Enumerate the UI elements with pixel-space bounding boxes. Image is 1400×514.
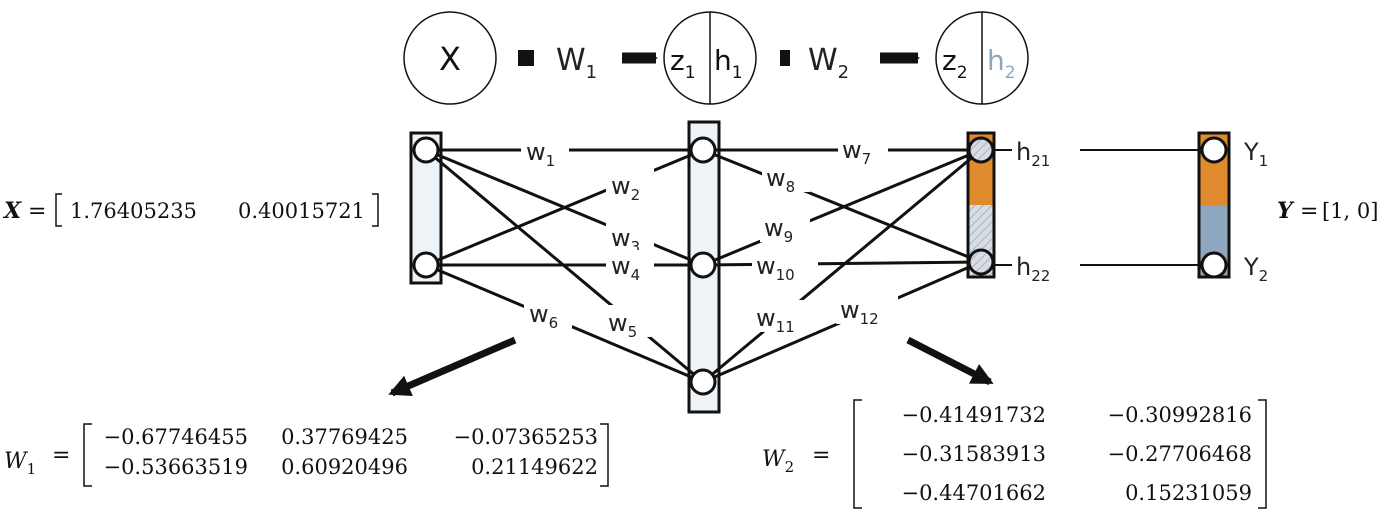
y-vector: Y = [1, 0] <box>1277 198 1378 224</box>
weight-label-w10: w10 <box>756 252 795 284</box>
nodes <box>412 136 1228 396</box>
w2-lhs: W2 <box>762 447 794 476</box>
weight-label-w3: w3 <box>611 224 640 256</box>
weight-label-w7: w7 <box>842 136 871 168</box>
w1-flow-label: W1 <box>556 43 597 83</box>
z1-label: z1 <box>670 44 696 83</box>
weight-label-w2: w2 <box>611 172 640 204</box>
w2-matrix: W2 = −0.41491732 −0.30992816 −0.31583913… <box>762 399 1267 509</box>
node-x2 <box>412 251 440 279</box>
w1-lhs: W1 <box>4 449 36 478</box>
edges-w2 <box>702 148 982 384</box>
w1-matrix: W1 = −0.67746455 0.37769425 −0.07365253 … <box>4 423 609 487</box>
weight-label-w9: w9 <box>764 214 793 246</box>
w2-cell: 0.15231059 <box>1125 481 1252 505</box>
h1-label: h1 <box>714 44 743 83</box>
label-bg <box>752 250 818 280</box>
h22-label: h22 <box>1016 253 1050 285</box>
dot-square-icon <box>518 50 534 66</box>
label-bg <box>1012 134 1080 166</box>
label-bg <box>752 300 816 332</box>
target-edges <box>994 145 1208 270</box>
w1-cell: 0.37769425 <box>281 425 408 449</box>
node-h2 <box>689 251 717 279</box>
y2-label: Y2 <box>1243 253 1268 285</box>
input-circle <box>403 11 497 105</box>
y1-label: Y1 <box>1243 138 1268 170</box>
h2-label: h2 <box>987 44 1016 83</box>
x-vector: X = 1.76405235 0.40015721 <box>2 193 379 227</box>
weight-label-w12: w12 <box>840 296 879 328</box>
weight-label-w5: w5 <box>608 309 637 341</box>
weight-label-w11: w11 <box>756 304 795 336</box>
w2-cell: −0.44701662 <box>901 481 1046 505</box>
dot-square-icon <box>780 50 790 66</box>
w2-cell: −0.31583913 <box>901 442 1046 466</box>
equals-sign: = <box>812 443 830 468</box>
arrow-to-w1-icon <box>388 336 517 397</box>
w1-cell: −0.53663519 <box>103 455 248 479</box>
label-bg <box>838 132 888 164</box>
edges-w1 <box>425 148 704 384</box>
w1-cell: 0.21149622 <box>471 455 598 479</box>
arrow-to-w2-icon <box>906 336 994 386</box>
w2-cell: −0.41491732 <box>901 403 1046 427</box>
right-bracket <box>1258 399 1267 509</box>
weight-label-w6: w6 <box>529 300 558 332</box>
label-bg <box>1012 249 1080 281</box>
y-vector-value: [1, 0] <box>1322 199 1378 223</box>
node-o1 <box>967 136 995 164</box>
node-h1 <box>689 136 717 164</box>
label-bg <box>762 160 810 192</box>
equals-sign: = <box>28 199 46 224</box>
label-bg <box>524 296 572 328</box>
w1-cell: −0.07365253 <box>453 425 598 449</box>
w1-cell: −0.67746455 <box>103 425 248 449</box>
w1-cell: 0.60920496 <box>281 455 408 479</box>
node-y1 <box>1200 136 1228 164</box>
flow-row: X W1 z1 h1 W2 z2 h2 <box>403 11 1029 105</box>
z2-label: z2 <box>942 44 968 83</box>
node-y2 <box>1200 251 1228 279</box>
w2-cell: −0.30992816 <box>1107 403 1252 427</box>
label-bg <box>521 134 569 166</box>
node-h3 <box>689 368 717 396</box>
left-bracket <box>55 193 62 227</box>
label-bg <box>760 210 810 242</box>
edge-w11 <box>702 148 982 384</box>
w2-cell: −0.27706468 <box>1107 442 1252 466</box>
weight-label-w1: w1 <box>526 138 555 170</box>
edge-w10 <box>702 260 982 267</box>
weight-label-w8: w8 <box>766 164 795 196</box>
left-bracket <box>853 399 862 509</box>
equals-sign: = <box>1300 199 1318 224</box>
edge-w9 <box>702 148 982 267</box>
label-bg <box>606 168 654 200</box>
x-vector-lhs: X <box>2 198 22 224</box>
weight-label-w4: w4 <box>611 252 640 284</box>
edge-w2 <box>425 148 704 267</box>
label-bg <box>836 292 898 324</box>
label-bg <box>603 305 651 337</box>
label-bg <box>606 220 654 252</box>
x-value-1: 1.76405235 <box>70 199 197 223</box>
h21-label: h21 <box>1016 138 1050 170</box>
left-bracket <box>83 423 92 487</box>
y-vector-lhs: Y <box>1277 198 1295 224</box>
right-bracket <box>372 193 379 227</box>
right-bracket <box>600 423 609 487</box>
node-x1 <box>412 136 440 164</box>
x-value-2: 0.40015721 <box>238 199 365 223</box>
output-layer-bar <box>966 131 996 279</box>
weight-labels: w1 w2 w3 w4 w5 w6 w7 w8 w9 w10 w11 w12 <box>521 132 898 341</box>
input-label: X <box>439 40 461 78</box>
equals-sign: = <box>52 443 70 468</box>
output-labels: h21 h22 Y1 Y2 <box>1012 134 1268 285</box>
label-bg <box>606 250 654 280</box>
node-o2 <box>967 248 995 276</box>
w2-flow-label: W2 <box>808 43 849 83</box>
